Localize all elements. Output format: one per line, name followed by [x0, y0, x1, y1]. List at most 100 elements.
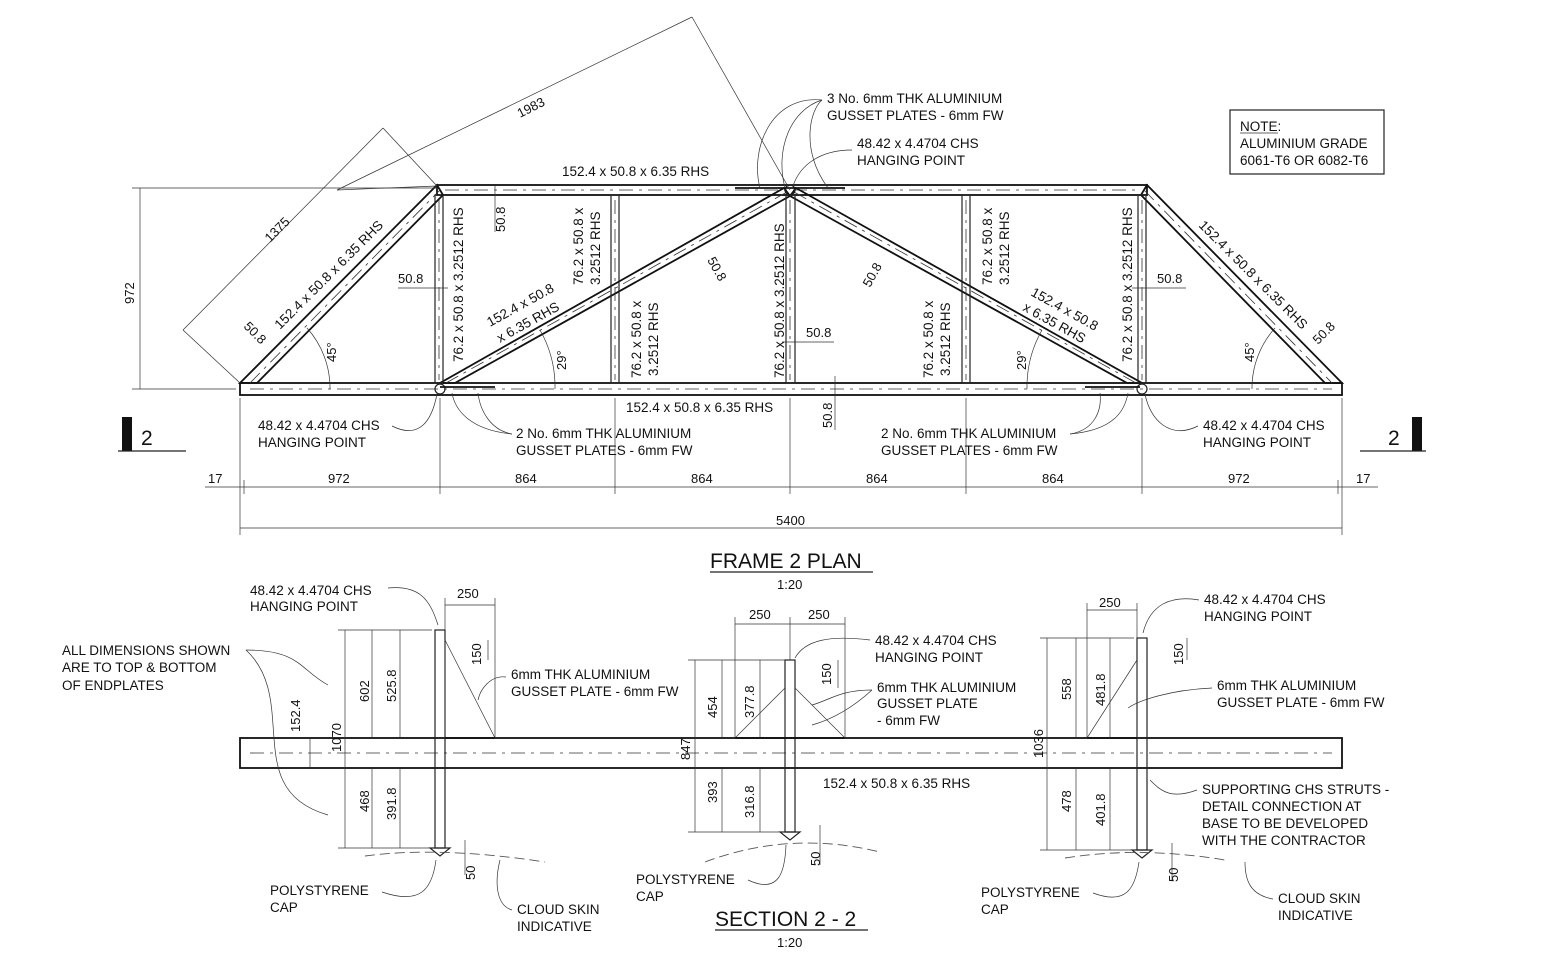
frame-plan: 1983 1375 972 152.4 x 50.8 x 6.35 RHS 15… — [118, 16, 1426, 592]
vertical-members — [434, 194, 1147, 384]
gp-left-label-1: 6mm THK ALUMINIUM — [511, 667, 650, 682]
all-dims-note-3: OF ENDPLATES — [62, 678, 164, 693]
dim-50-8-web-right: 50.8 — [860, 260, 885, 289]
gp-right-label-1: 6mm THK ALUMINIUM — [1217, 678, 1356, 693]
top-chord-label: 152.4 x 50.8 x 6.35 RHS — [562, 164, 709, 179]
svg-text:1036: 1036 — [1031, 729, 1046, 758]
svg-text:1070: 1070 — [329, 723, 344, 752]
dim-50-8-right-vert: 50.8 — [1157, 271, 1182, 286]
gusset3-label-2: GUSSET PLATES - 6mm FW — [827, 108, 1004, 123]
support-label-2: DETAIL CONNECTION AT — [1202, 799, 1362, 814]
dims-left: 250 150 1070 602 525.8 152.4 468 391.8 5… — [288, 586, 496, 880]
angle-45-right: 45° — [1242, 342, 1257, 362]
chs-sec-right-label-1: 48.42 x 4.4704 CHS — [1204, 592, 1326, 607]
dim-seg-3: 864 — [691, 471, 713, 486]
svg-text:2: 2 — [141, 427, 153, 450]
diagonal-web-right — [788, 186, 1146, 384]
dim-seg-7: 17 — [1356, 471, 1370, 486]
angle-29-left: 29° — [554, 350, 569, 370]
dim-seg-4: 864 — [866, 471, 888, 486]
svg-text:150: 150 — [819, 663, 834, 685]
svg-text:847: 847 — [678, 738, 693, 760]
all-dims-note-1: ALL DIMENSIONS SHOWN — [62, 643, 230, 658]
beam-label: 152.4 x 50.8 x 6.35 RHS — [823, 776, 970, 791]
dim-seg-5: 864 — [1042, 471, 1064, 486]
vertical-label-2d: 3.2512 RHS — [646, 302, 661, 376]
vertical-label-1: 76.2 x 50.8 x 3.2512 RHS — [451, 207, 466, 362]
plan-title: FRAME 2 PLAN — [710, 550, 862, 573]
gusset3-label-1: 3 No. 6mm THK ALUMINIUM — [827, 91, 1002, 106]
chs-sec-right-label-2: HANGING POINT — [1204, 609, 1312, 624]
dim-total: 5400 — [776, 513, 805, 528]
strut-left — [428, 629, 496, 857]
svg-text:152.4: 152.4 — [288, 699, 303, 732]
svg-text:50: 50 — [808, 852, 823, 866]
section-beam — [239, 737, 1343, 769]
dimension-chain: 17 972 864 864 864 864 972 17 5400 — [205, 398, 1378, 535]
hanging-point-left — [434, 383, 446, 395]
svg-text:558: 558 — [1059, 678, 1074, 700]
gp-mid-label-3: - 6mm FW — [877, 713, 940, 728]
dim-50-8-left-vert: 50.8 — [398, 271, 423, 286]
chs-left-label-2: HANGING POINT — [258, 435, 366, 450]
gusset2-left-label-1: 2 No. 6mm THK ALUMINIUM — [516, 426, 691, 441]
all-dims-note-2: ARE TO TOP & BOTTOM — [62, 660, 217, 675]
svg-text:525.8: 525.8 — [384, 669, 399, 702]
svg-text:454: 454 — [705, 696, 720, 718]
poly-left-label-1: POLYSTYRENE — [270, 883, 369, 898]
vertical-label-4b: 3.2512 RHS — [938, 302, 953, 376]
vertical-label-2a: 76.2 x 50.8 x — [571, 207, 586, 285]
gusset2-left-label-2: GUSSET PLATES - 6mm FW — [516, 443, 693, 458]
svg-text:401.8: 401.8 — [1093, 793, 1108, 826]
svg-text:250: 250 — [808, 607, 830, 622]
gp-left-label-2: GUSSET PLATE - 6mm FW — [511, 684, 679, 699]
bottom-chord — [239, 382, 1343, 396]
hanging-point-right — [1136, 383, 1148, 395]
dim-50-8-web-left: 50.8 — [704, 254, 729, 283]
cloud-right-label-1: CLOUD SKIN — [1278, 891, 1361, 906]
dim-seg-2: 864 — [515, 471, 537, 486]
dim-seg-6: 972 — [1228, 471, 1250, 486]
dim-seg-1: 972 — [328, 471, 350, 486]
chs-sec-left-label-1: 48.42 x 4.4704 CHS — [250, 583, 372, 598]
dim-1375: 1375 — [262, 214, 293, 245]
section-view: 152.4 x 50.8 x 6.35 RHS — [62, 583, 1389, 950]
gp-mid-label-2: GUSSET PLATE — [877, 696, 978, 711]
svg-text:468: 468 — [357, 790, 372, 812]
cloud-skin-left — [364, 851, 546, 863]
dim-50-8-rafter-left: 50.8 — [241, 319, 270, 348]
bottom-chord-label: 152.4 x 50.8 x 6.35 RHS — [626, 400, 773, 415]
hanging-point-top — [784, 184, 796, 196]
section-mark-right: 2 — [1360, 417, 1426, 452]
poly-left-label-2: CAP — [270, 900, 298, 915]
svg-text:478: 478 — [1059, 790, 1074, 812]
support-label-3: BASE TO BE DEVELOPED — [1202, 816, 1368, 831]
cloud-skin-right — [1064, 852, 1226, 861]
dims-mid: 250 250 150 847 454 377.8 393 316.8 50 — [678, 607, 846, 866]
svg-text:602: 602 — [357, 680, 372, 702]
dimension-lines-top — [132, 16, 791, 390]
section-title: SECTION 2 - 2 — [715, 908, 856, 931]
vertical-label-5: 76.2 x 50.8 x 3.2512 RHS — [1120, 207, 1135, 362]
vertical-label-2b: 3.2512 RHS — [588, 211, 603, 285]
note-box: NOTE: ALUMINIUM GRADE 6061-T6 OR 6082-T6 — [1229, 109, 1385, 175]
chs-right-label-1: 48.42 x 4.4704 CHS — [1203, 418, 1325, 433]
chs-sec-left-label-2: HANGING POINT — [250, 599, 358, 614]
svg-text:250: 250 — [457, 586, 479, 601]
angle-29-right: 29° — [1014, 350, 1029, 370]
dim-1983: 1983 — [515, 94, 548, 120]
svg-text:50: 50 — [463, 866, 478, 880]
angle-45-left: 45° — [324, 342, 339, 362]
strut-right — [1086, 637, 1154, 859]
vertical-label-4c: 76.2 x 50.8 x — [980, 207, 995, 285]
svg-text:393: 393 — [705, 781, 720, 803]
note-line-2: 6061-T6 OR 6082-T6 — [1240, 153, 1368, 168]
svg-text:377.8: 377.8 — [742, 685, 757, 718]
gp-mid-label-1: 6mm THK ALUMINIUM — [877, 680, 1016, 695]
chs-sec-mid-label-1: 48.42 x 4.4704 CHS — [875, 633, 997, 648]
svg-text:316.8: 316.8 — [742, 785, 757, 818]
gp-right-label-2: GUSSET PLATE - 6mm FW — [1217, 695, 1385, 710]
dim-50-8-rafter-right: 50.8 — [1310, 319, 1339, 348]
svg-text:150: 150 — [469, 643, 484, 665]
